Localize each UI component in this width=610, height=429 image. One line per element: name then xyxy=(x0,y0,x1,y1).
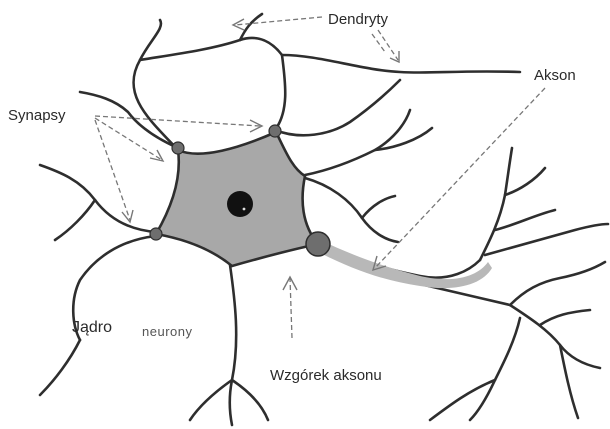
nucleus-label-part2: neurony xyxy=(142,324,192,339)
synapses-arrow-upper xyxy=(95,116,260,126)
axon-label: Akson xyxy=(534,67,576,84)
label-arrows xyxy=(95,17,545,338)
axon-hillock-knob xyxy=(306,232,330,256)
synapse-knob-left-lower xyxy=(150,228,162,240)
dendrites-arrow-left xyxy=(235,17,322,25)
dendrites-label: Dendryty xyxy=(328,11,389,28)
synapses-arrow-middle xyxy=(95,118,162,160)
nucleus-label-part1: Jądro xyxy=(72,319,112,336)
synapse-knob-left-upper xyxy=(172,142,184,154)
synapses-label: Synapsy xyxy=(8,107,66,124)
synapse-knob-upper xyxy=(269,125,281,137)
dendrites-arrow-down xyxy=(378,30,398,60)
axon-hillock-arrow xyxy=(290,278,292,338)
axon-hillock-label: Wzgórek aksonu xyxy=(270,367,382,384)
axon-arrow xyxy=(375,88,545,268)
nucleus xyxy=(227,191,253,217)
nucleolus xyxy=(243,208,246,211)
